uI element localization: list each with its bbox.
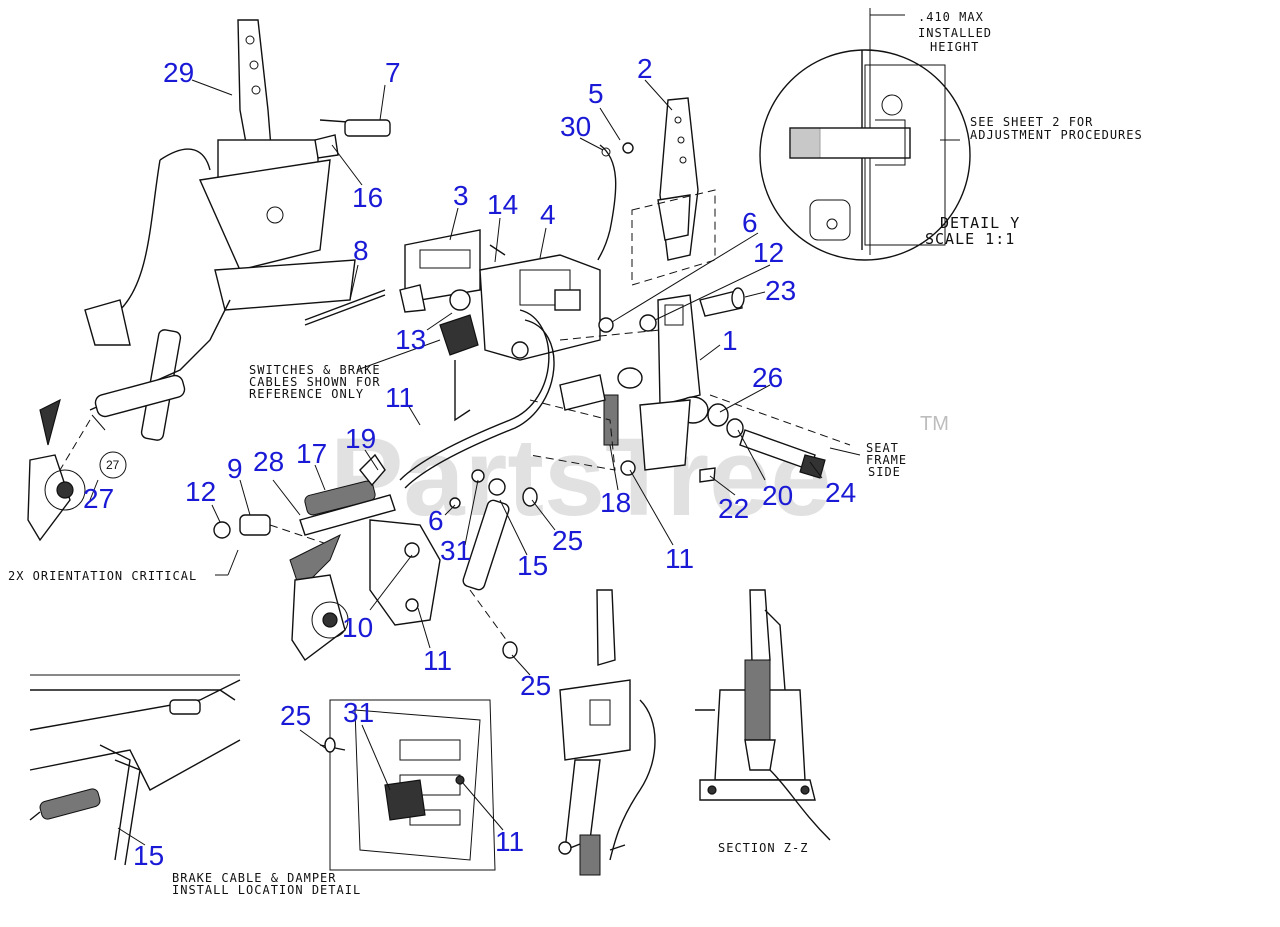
callout-8: 8 <box>353 235 369 266</box>
section-z-z-view <box>695 589 831 841</box>
detail-sheet-note-1: SEE SHEET 2 FOR <box>970 115 1093 129</box>
circled-reference-27: 27 <box>106 458 120 472</box>
detail-height-note-2: INSTALLED <box>918 26 992 40</box>
detail-y-view <box>759 8 971 261</box>
seat-frame-note-2: FRAME <box>866 453 907 467</box>
watermark-trademark: TM <box>920 413 949 435</box>
right-lever-assembly <box>597 97 716 286</box>
callout-29: 29 <box>163 57 194 88</box>
callout-6-center: 6 <box>428 505 444 536</box>
callout-3: 3 <box>453 180 469 211</box>
callout-11-lower: 11 <box>423 645 452 676</box>
callout-11-center: 11 <box>385 382 414 413</box>
callout-12-top: 12 <box>753 237 784 268</box>
callout-12-left: 12 <box>185 476 216 507</box>
detail-height-note-3: HEIGHT <box>930 40 979 54</box>
callout-1: 1 <box>722 325 738 356</box>
callout-11-detail: 11 <box>495 826 524 857</box>
callout-19: 19 <box>345 423 376 454</box>
callout-24: 24 <box>825 477 856 508</box>
callout-26: 26 <box>752 362 783 393</box>
callout-25-lower: 25 <box>520 670 551 701</box>
switches-note-2: CABLES SHOWN FOR <box>249 375 381 389</box>
section-z-z-label: SECTION Z-Z <box>718 841 808 855</box>
callout-15-center: 15 <box>517 550 548 581</box>
callout-25-detail: 25 <box>280 700 311 731</box>
brake-detail-note-1: BRAKE CABLE & DAMPER <box>172 871 337 885</box>
switches-note-1: SWITCHES & BRAKE <box>249 363 381 377</box>
callout-10: 10 <box>342 612 373 643</box>
bracket-install-detail <box>319 699 496 871</box>
switches-note-3: REFERENCE ONLY <box>249 387 364 401</box>
callout-2: 2 <box>637 53 653 84</box>
detail-y-title: DETAIL Y <box>940 214 1020 232</box>
callout-9: 9 <box>227 453 243 484</box>
seat-frame-note-3: SIDE <box>868 465 901 479</box>
middle-linkage <box>213 453 538 662</box>
callout-11-right: 11 <box>665 543 694 574</box>
callout-13: 13 <box>395 324 426 355</box>
callout-15-detail: 15 <box>133 840 164 871</box>
leader-lines <box>89 79 861 846</box>
callout-20: 20 <box>762 480 793 511</box>
orientation-note: 2X ORIENTATION CRITICAL <box>8 569 197 583</box>
callout-25-center: 25 <box>552 525 583 556</box>
lever-side-view <box>558 589 656 876</box>
callout-30: 30 <box>560 111 591 142</box>
left-lever-assembly <box>27 19 391 542</box>
callout-31-detail: 31 <box>343 697 374 728</box>
callout-14: 14 <box>487 189 518 220</box>
brake-detail-note-2: INSTALL LOCATION DETAIL <box>172 883 361 897</box>
callout-4: 4 <box>540 199 556 230</box>
callout-22: 22 <box>718 493 749 524</box>
callout-5: 5 <box>588 78 604 109</box>
callout-28: 28 <box>253 446 284 477</box>
callout-18: 18 <box>600 487 631 518</box>
callout-6-top: 6 <box>742 207 758 238</box>
center-bracket-assembly <box>399 229 601 489</box>
right-bracket-assembly <box>529 287 851 483</box>
detail-sheet-note-2: ADJUSTMENT PROCEDURES <box>970 128 1143 142</box>
detail-height-note-1: .410 MAX <box>918 10 984 24</box>
callout-27: 27 <box>83 483 114 514</box>
callout-23: 23 <box>765 275 796 306</box>
callout-31-center: 31 <box>440 535 471 566</box>
callout-17: 17 <box>296 438 327 469</box>
seat-frame-note-1: SEAT <box>866 441 899 455</box>
callout-16: 16 <box>352 182 383 213</box>
detail-y-scale: SCALE 1:1 <box>925 230 1015 248</box>
brake-detail-view <box>29 674 241 866</box>
callout-7: 7 <box>385 57 401 88</box>
